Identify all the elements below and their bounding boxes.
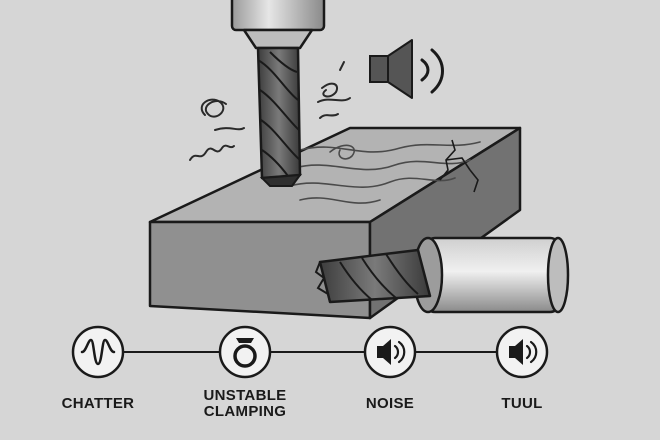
flow-step-clamping (218, 325, 272, 379)
flow-step-tool (495, 325, 549, 379)
label-noise: NOISE (320, 396, 460, 412)
vibration-marks (189, 61, 351, 161)
broken-end-mill (314, 236, 570, 314)
label-unstable-clamping: UNSTABLE CLAMPING (175, 388, 315, 420)
label-line: CHATTER (61, 395, 135, 412)
flow-step-noise (363, 325, 417, 379)
label-line: TUUL (501, 395, 543, 412)
label-chatter: CHATTER (28, 396, 168, 412)
crack-marks (439, 139, 479, 193)
speaker-icon (509, 339, 538, 365)
label-line: UNSTABLE (203, 387, 287, 404)
speaker-icon (369, 39, 444, 99)
label-tool: TUUL (452, 396, 592, 412)
label-line: CLAMPING (203, 403, 287, 420)
ring-icon (233, 338, 257, 368)
speaker-icon (377, 339, 406, 365)
end-mill-tool (256, 46, 303, 187)
flow-step-chatter (71, 325, 125, 379)
label-line: NOISE (365, 395, 415, 412)
wave-icon (80, 338, 116, 366)
spindle (230, 0, 326, 50)
